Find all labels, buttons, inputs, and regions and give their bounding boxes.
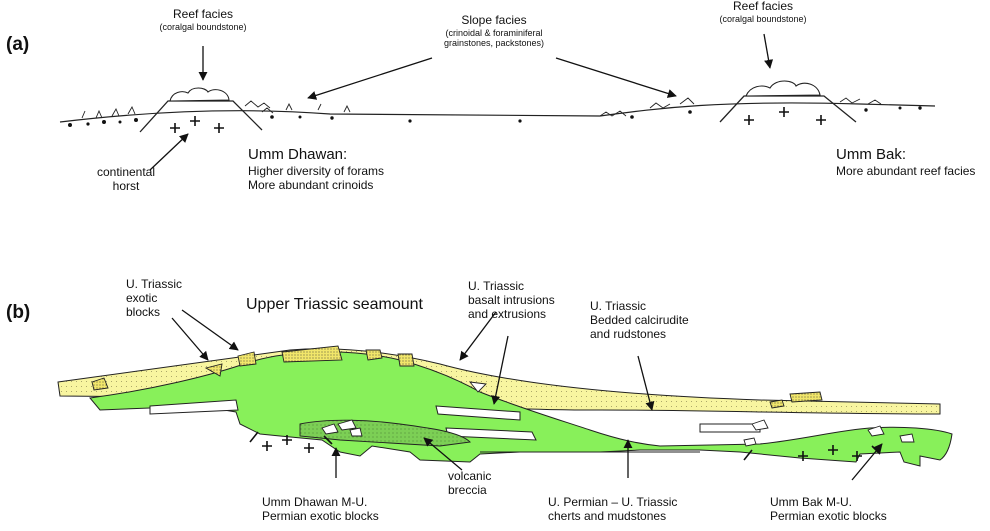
slope-sub-2: grainstones, packstones) bbox=[443, 38, 545, 49]
exotic-blocks bbox=[91, 345, 823, 409]
exotic-arrow-1 bbox=[171, 317, 209, 361]
cherts-line-1: U. Permian – U. Triassic bbox=[548, 495, 678, 509]
slope-sub-1: (crinoidal & foraminiferal bbox=[445, 27, 543, 38]
dhawan-blocks-line-1: Umm Dhawan M-U. bbox=[262, 495, 368, 509]
reef-right-arrow bbox=[763, 33, 774, 69]
umm-dhawan-blocks-label: Umm Dhawan M-U. Permian exotic blocks bbox=[262, 495, 379, 524]
dhawan-line-2: More abundant crinoids bbox=[248, 178, 374, 193]
umm-bak-blocks-label: Umm Bak M-U. Permian exotic blocks bbox=[770, 495, 887, 524]
right-horst-platform bbox=[719, 95, 857, 123]
exotic-line-3: blocks bbox=[126, 304, 161, 319]
left-horst-platform bbox=[139, 100, 263, 133]
breccia-arrow bbox=[423, 437, 463, 471]
calcirudite-label: U. Triassic Bedded calcirudite and rudst… bbox=[590, 299, 689, 341]
umm-bak-note: Umm Bak: More abundant reef facies bbox=[836, 146, 975, 179]
basalt-arrow-2 bbox=[491, 335, 509, 405]
right-reef-mound bbox=[745, 80, 821, 97]
basalt-arrow-1 bbox=[459, 311, 497, 361]
exotic-line-2: exotic bbox=[126, 290, 158, 305]
calcirudite-line-2: Bedded calcirudite bbox=[590, 312, 689, 327]
panel-b-tag: (b) bbox=[6, 302, 31, 323]
reef-right-title: Reef facies bbox=[732, 0, 794, 13]
reef-left-title: Reef facies bbox=[172, 7, 234, 21]
bak-line-1: More abundant reef facies bbox=[836, 164, 976, 179]
calcirudite-arrow bbox=[637, 355, 655, 411]
panel-a-cross-section bbox=[59, 33, 936, 171]
exotic-arrow-2 bbox=[181, 309, 239, 351]
dhawan-blocks-line-2: Permian exotic blocks bbox=[262, 508, 379, 523]
slope-right-arrow bbox=[555, 57, 677, 98]
reef-facies-right-label: Reef facies (coralgal boundstone) bbox=[708, 0, 818, 24]
basalt-label: U. Triassic basalt intrusions and extrus… bbox=[468, 279, 555, 321]
panel-a-tag: (a) bbox=[6, 34, 30, 55]
reef-facies-left-label: Reef facies (coralgal boundstone) bbox=[148, 7, 258, 32]
reef-right-sub: (coralgal boundstone) bbox=[719, 13, 807, 24]
dhawan-line-1: Higher diversity of forams bbox=[248, 164, 385, 179]
basement-plus-signs bbox=[170, 107, 826, 133]
breccia-line-2: breccia bbox=[448, 482, 487, 497]
basalt-line-3: and extrusions bbox=[468, 306, 547, 321]
left-reef-mound bbox=[169, 87, 230, 102]
horst-arrow bbox=[149, 133, 189, 171]
horst-line-1: continental bbox=[96, 165, 156, 179]
reef-left-sub: (coralgal boundstone) bbox=[159, 21, 247, 32]
basement-marks bbox=[249, 431, 881, 461]
slope-facies-label: Slope facies (crinoidal & foraminiferal … bbox=[414, 13, 574, 49]
seafloor-grains bbox=[68, 106, 922, 127]
volcanic-breccia-label: volcanic breccia bbox=[448, 469, 492, 498]
permian-clasts bbox=[321, 381, 915, 447]
cherts-label: U. Permian – U. Triassic cherts and muds… bbox=[548, 495, 678, 524]
basalt-line-2: basalt intrusions bbox=[468, 292, 555, 307]
slope-left-arrow bbox=[307, 57, 433, 100]
seamount-title: Upper Triassic seamount bbox=[246, 296, 423, 313]
calcirudite-line-3: and rudstones bbox=[590, 326, 667, 341]
basalt-line-1: U. Triassic bbox=[468, 279, 525, 293]
bak-blocks-line-2: Permian exotic blocks bbox=[770, 508, 887, 523]
cherts-line-2: cherts and mudstones bbox=[548, 508, 667, 523]
horst-line-2: horst bbox=[112, 178, 140, 193]
slope-title: Slope facies bbox=[461, 13, 527, 27]
dhawan-title: Umm Dhawan: bbox=[248, 146, 348, 163]
umm-dhawan-note: Umm Dhawan: Higher diversity of forams M… bbox=[248, 146, 384, 193]
breccia-line-1: volcanic bbox=[448, 469, 492, 483]
seafloor-line bbox=[59, 102, 936, 123]
bak-blocks-line-1: Umm Bak M-U. bbox=[770, 495, 852, 509]
bak-title: Umm Bak: bbox=[836, 146, 907, 163]
continental-horst-label: continental horst bbox=[84, 165, 168, 194]
calcirudite-line-1: U. Triassic bbox=[590, 299, 647, 313]
panel-b-cross-section bbox=[57, 309, 953, 481]
sill-cuts bbox=[149, 399, 761, 441]
slope-debris bbox=[81, 97, 882, 119]
exotic-blocks-label: U. Triassic exotic blocks bbox=[126, 277, 183, 319]
exotic-line-1: U. Triassic bbox=[126, 277, 183, 291]
bak-blocks-arrow bbox=[851, 443, 883, 481]
